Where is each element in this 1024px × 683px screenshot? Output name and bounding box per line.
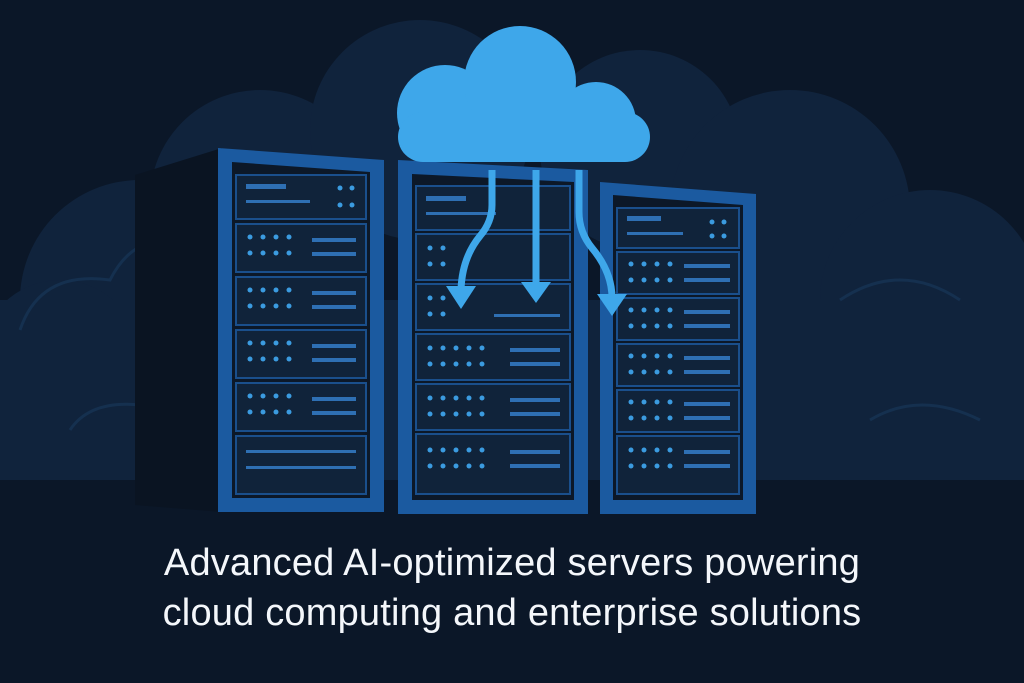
caption: Advanced AI-optimized servers powering c…	[0, 538, 1024, 638]
cloud-icon	[397, 26, 650, 162]
download-arrow-icon	[457, 170, 616, 299]
caption-line-2: cloud computing and enterprise solutions	[162, 592, 862, 634]
server-rack-center	[398, 160, 588, 514]
server-rack-left	[218, 148, 384, 512]
rack-side-shadow	[135, 148, 222, 512]
caption-line-1: Advanced AI-optimized servers powering	[163, 542, 861, 584]
arrow-heads	[446, 282, 627, 316]
server-rack-right	[600, 182, 756, 514]
